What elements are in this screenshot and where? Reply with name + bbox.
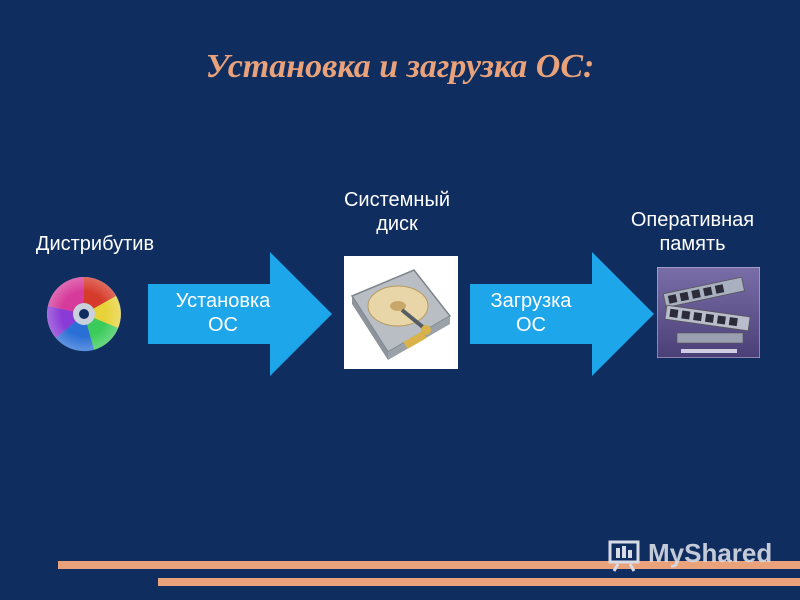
system-disk-line1: Системный [343,189,450,211]
ram-modules-icon [657,267,760,358]
install-arrow-label: Установка ОС [148,289,298,337]
install-arrow [148,252,332,376]
distributive-label-text: Дистрибутив [35,233,155,255]
distributive-label: Дистрибутив [20,232,170,256]
cd-disc-icon [47,277,121,352]
install-arrow-line2: ОС [208,314,238,336]
accent-bar-top [58,561,800,569]
slide-title: Установка и загрузка ОС: [205,48,595,85]
system-disk-label: Системный диск [322,188,472,236]
ram-label: Оперативная память [625,208,760,256]
hard-drive-icon [344,256,458,369]
ram-line1: Оперативная [630,209,755,231]
ram-line2: память [659,233,726,255]
system-disk-line2: диск [376,213,418,235]
myshared-logo-icon [608,540,640,572]
install-arrow-line1: Установка [175,290,271,312]
boot-arrow-line1: Загрузка [490,290,572,312]
accent-bar-bottom [158,578,800,586]
watermark-text: MyShared [648,538,773,568]
boot-arrow-label: Загрузка ОС [470,289,592,337]
boot-arrow [470,252,654,376]
boot-arrow-line2: ОС [516,314,546,336]
